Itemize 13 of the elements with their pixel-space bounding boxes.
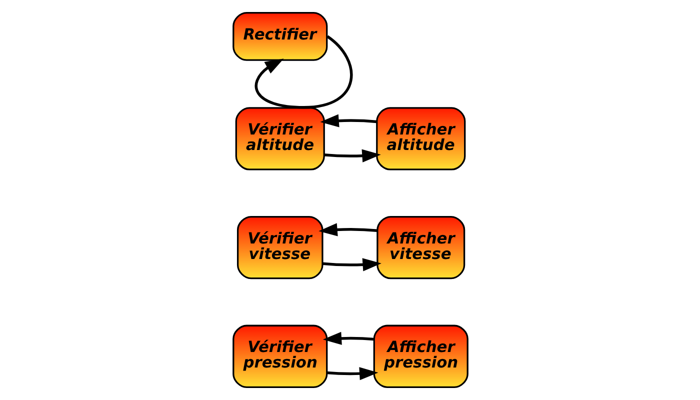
arrow: [326, 367, 378, 380]
node-box: Afficher vitesse: [376, 216, 465, 280]
arrow: [322, 332, 374, 345]
node-box: Vérifier altitude: [234, 107, 324, 170]
arrow: [324, 149, 380, 162]
node-box: Rectifier: [232, 12, 328, 61]
node-box: Afficher altitude: [376, 107, 466, 170]
node-box: Vérifier pression: [232, 324, 328, 388]
arrow: [320, 114, 376, 128]
arrow: [318, 223, 377, 236]
node-box: Afficher pression: [372, 324, 468, 388]
node-box: Vérifier vitesse: [236, 216, 323, 280]
arrow: [322, 258, 381, 272]
